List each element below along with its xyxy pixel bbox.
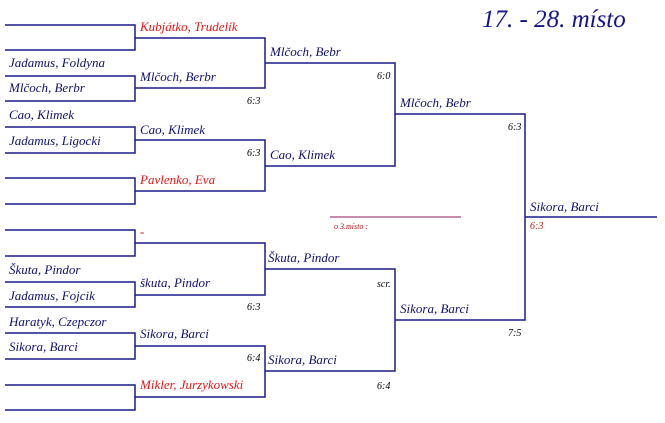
player-name: Sikora, Barci <box>9 339 78 354</box>
match-score: 6:3 <box>247 96 261 107</box>
player-name: Škuta, Pindor <box>9 262 81 277</box>
player-name: Kubjátko, Trudelík <box>140 19 238 34</box>
bracket-connector <box>5 24 136 51</box>
player-name: - <box>140 224 145 239</box>
player-name: Mlčoch, Bebr <box>270 44 341 59</box>
player-name: Sikora, Barci <box>268 352 337 367</box>
player-name: Cao, Klimek <box>9 107 74 122</box>
player-name: Pavlenko, Eva <box>140 172 216 187</box>
player-name: Sikora, Barci <box>400 301 469 316</box>
match-score: 6:4 <box>377 381 391 392</box>
match-score: 6:4 <box>247 353 261 364</box>
match-score: scr. <box>377 279 391 290</box>
player-name: Jadamus, Ligocki <box>9 133 101 148</box>
match-score: 6:3 <box>508 122 522 133</box>
player-name: Jadamus, Fojcik <box>9 288 95 303</box>
match-score: 6:0 <box>377 71 391 82</box>
player-name: Mlčoch, Berbr <box>9 80 85 95</box>
player-name: Mlčoch, Bebr <box>400 95 471 110</box>
final-winner: Sikora, Barci <box>530 199 599 214</box>
match-score: 7:5 <box>508 328 522 339</box>
third-place-label: o 3.místo : <box>334 222 368 231</box>
page-title: 17. - 28. místo <box>482 6 626 33</box>
player-name: Jadamus, Foldyna <box>9 55 106 70</box>
player-name: Mikler, Jurzykowski <box>140 377 244 392</box>
player-name: škuta, Pindor <box>140 275 211 290</box>
player-name: Sikora, Barci <box>140 326 209 341</box>
player-name: Haratyk, Czepczor <box>9 314 107 329</box>
match-score: 6:3 <box>247 148 261 159</box>
player-name: Mlčoch, Berbr <box>140 69 216 84</box>
player-name: Škuta, Pindor <box>268 250 340 265</box>
bracket-connector <box>5 384 136 411</box>
bracket-connector <box>5 229 136 257</box>
player-name: Cao, Klimek <box>140 122 205 137</box>
bracket-connector <box>5 177 136 205</box>
final-score: 6:3 <box>530 221 544 232</box>
player-name: Cao, Klimek <box>270 147 335 162</box>
match-score: 6:3 <box>247 302 261 313</box>
